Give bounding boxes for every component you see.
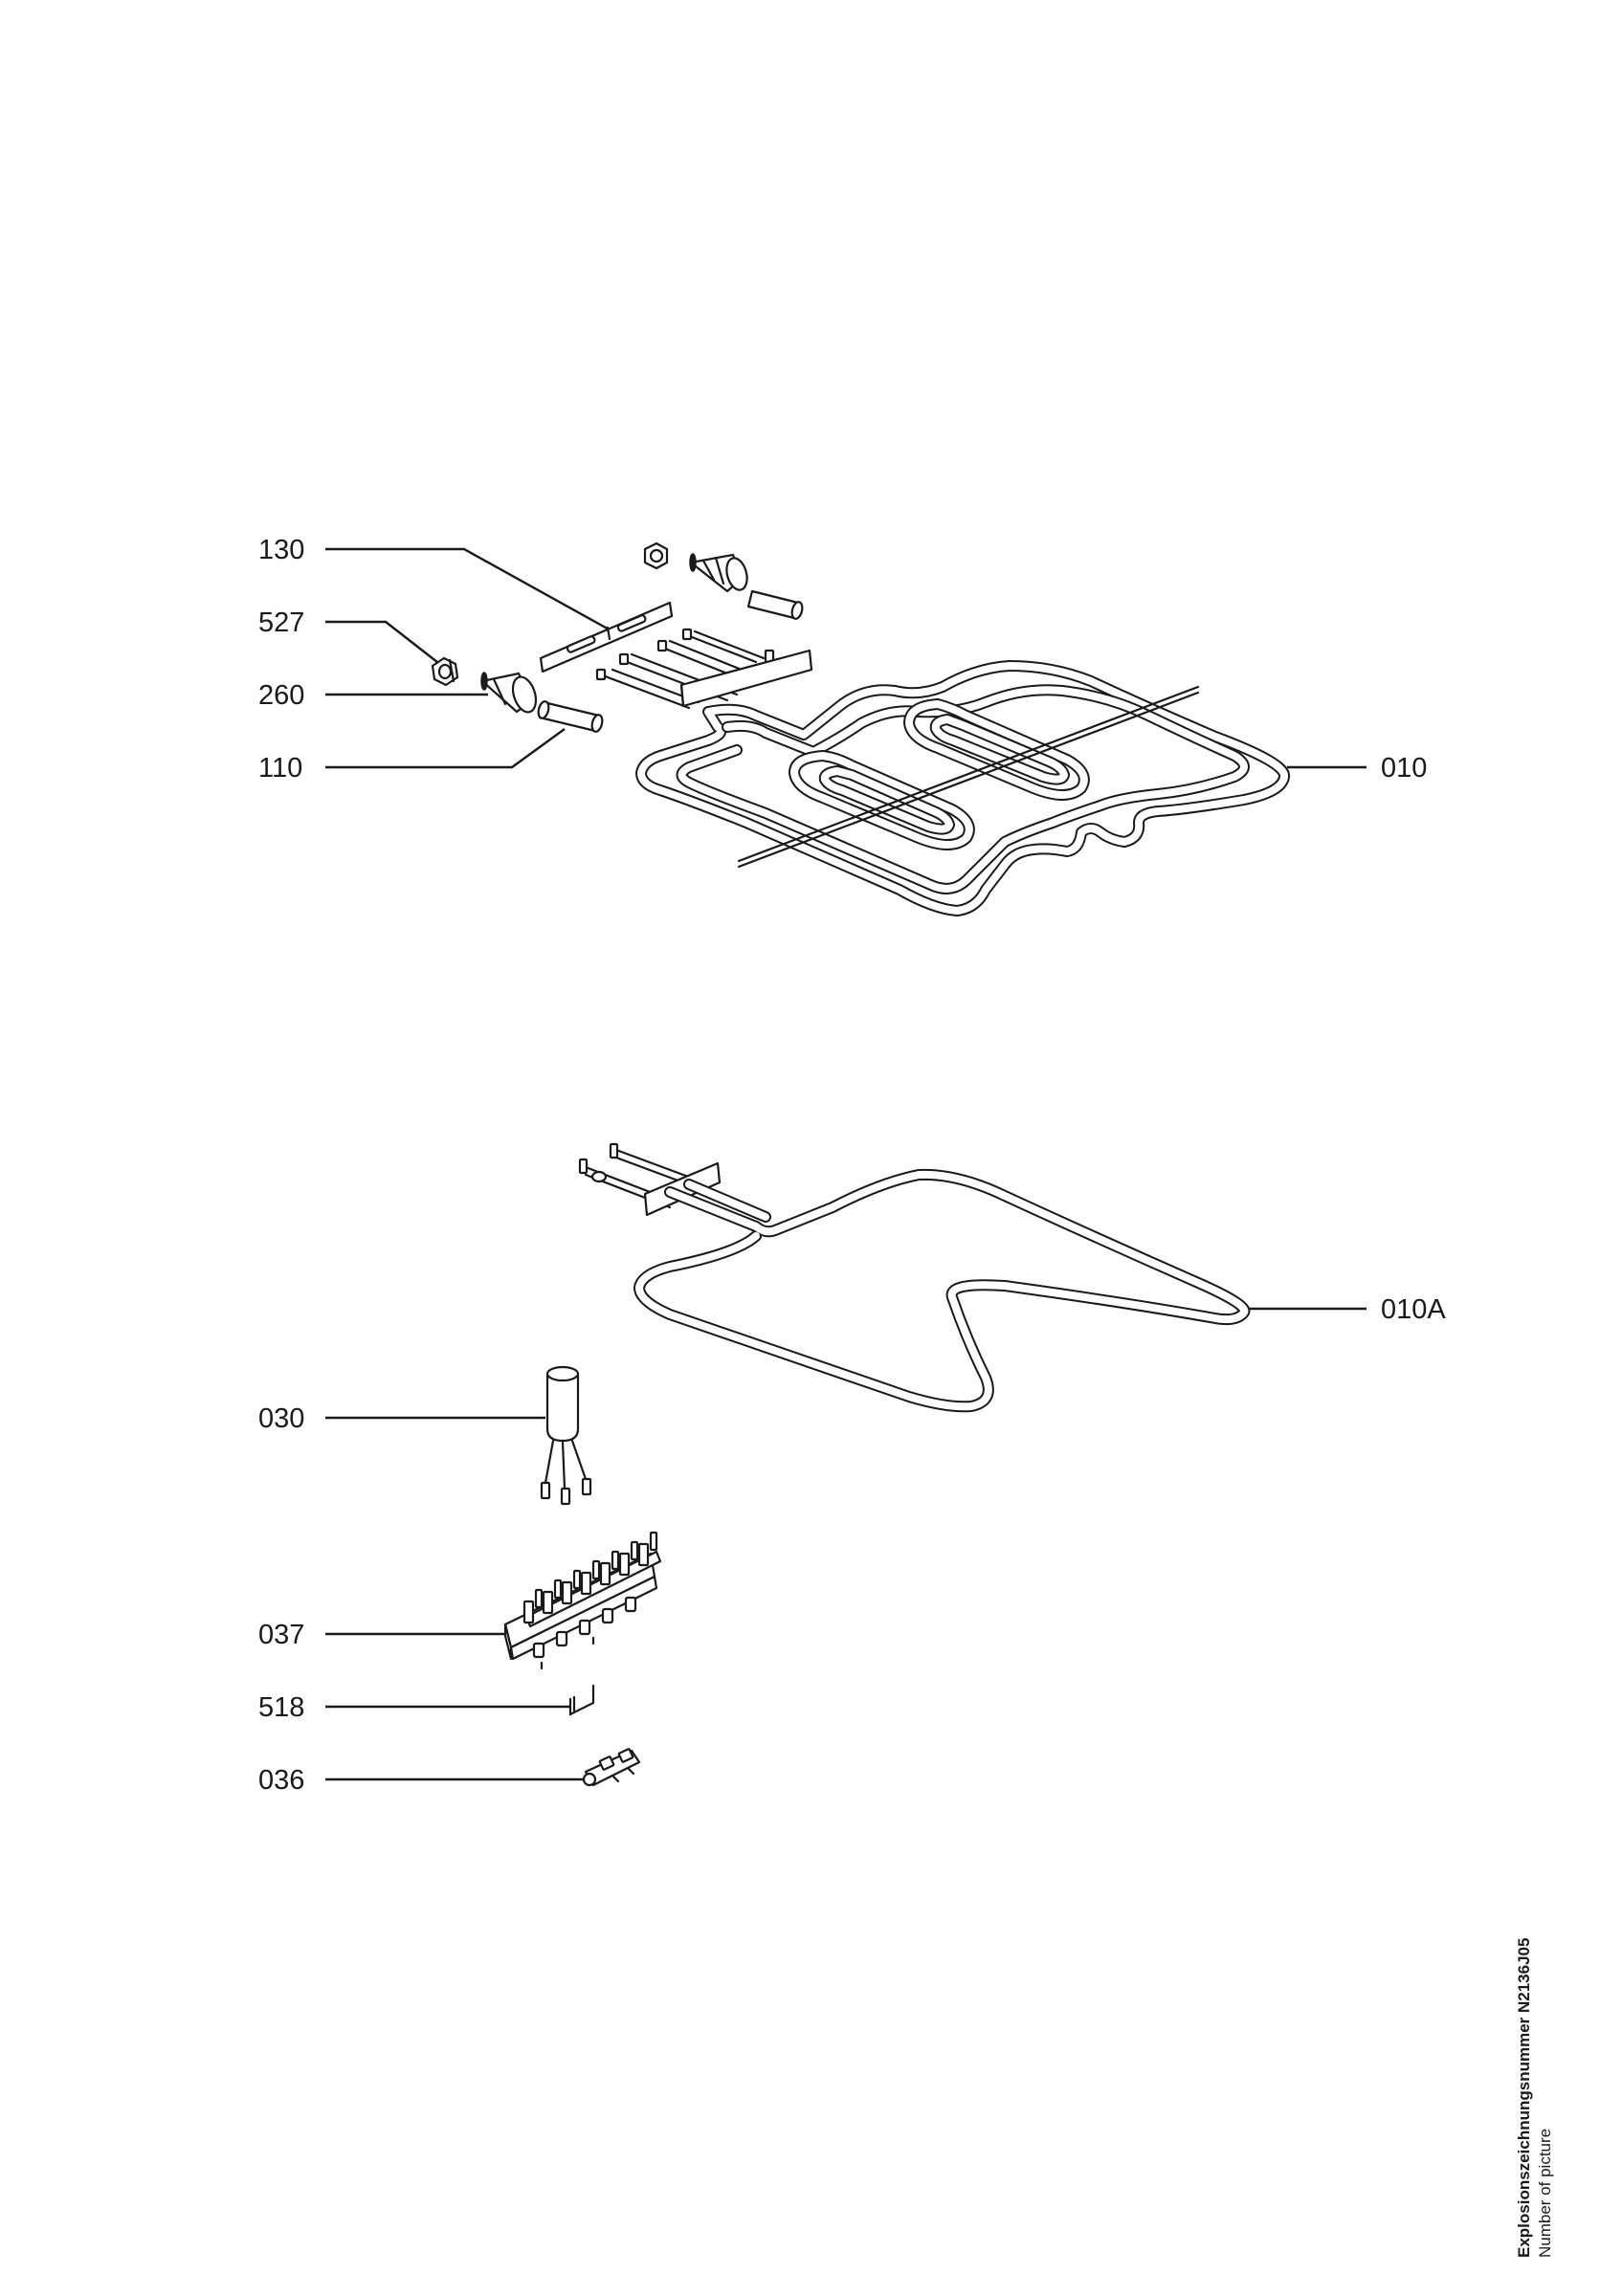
- label-010[interactable]: 010: [1381, 753, 1427, 784]
- label-030[interactable]: 030: [258, 1403, 304, 1434]
- part-518-clip: [568, 1684, 595, 1716]
- label-010A[interactable]: 010A: [1381, 1294, 1446, 1325]
- part-036-connector: [582, 1748, 641, 1787]
- label-110[interactable]: 110: [258, 753, 302, 784]
- leader-110: [325, 728, 566, 769]
- sleeve-upper: [746, 589, 804, 620]
- label-527[interactable]: 527: [258, 607, 304, 638]
- label-037[interactable]: 037: [258, 1620, 304, 1650]
- leader-lines: [325, 547, 1366, 1781]
- terminal-block-screws: [532, 1596, 637, 1659]
- top-element-support-rod: [737, 691, 1200, 869]
- upper-nut-cone-sleeve: [643, 541, 804, 620]
- part-010A-bottom-heating-element: [578, 1142, 1251, 1413]
- part-130-terminal-plate: [539, 601, 674, 673]
- caption-title: Explosionszeichnungsnummer N2136J05: [1515, 1937, 1533, 2258]
- part-110-sleeve: [537, 700, 604, 733]
- leader-130: [325, 547, 613, 633]
- nut-upper: [643, 541, 669, 570]
- part-labels: 130 527 260 110 010 010A 030 037 518 036: [258, 535, 1446, 1796]
- leader-527: [325, 620, 443, 667]
- label-260[interactable]: 260: [258, 680, 304, 711]
- drawing-number-caption: Explosionszeichnungsnummer N2136J05 Numb…: [1514, 1938, 1556, 2258]
- part-260-cone: [480, 672, 538, 714]
- part-010-top-heating-element: [595, 628, 1290, 916]
- part-030-capacitor: [540, 1365, 592, 1506]
- label-518[interactable]: 518: [258, 1692, 304, 1723]
- terminal-block-pins: [522, 1531, 658, 1624]
- bottom-element-flange: [643, 1161, 722, 1217]
- part-037-terminal-block: [503, 1531, 662, 1670]
- label-130[interactable]: 130: [258, 535, 304, 565]
- caption-subtitle: Number of picture: [1536, 2128, 1554, 2258]
- part-527-nut: [431, 656, 459, 687]
- cone-upper: [689, 553, 748, 593]
- label-036[interactable]: 036: [258, 1765, 304, 1796]
